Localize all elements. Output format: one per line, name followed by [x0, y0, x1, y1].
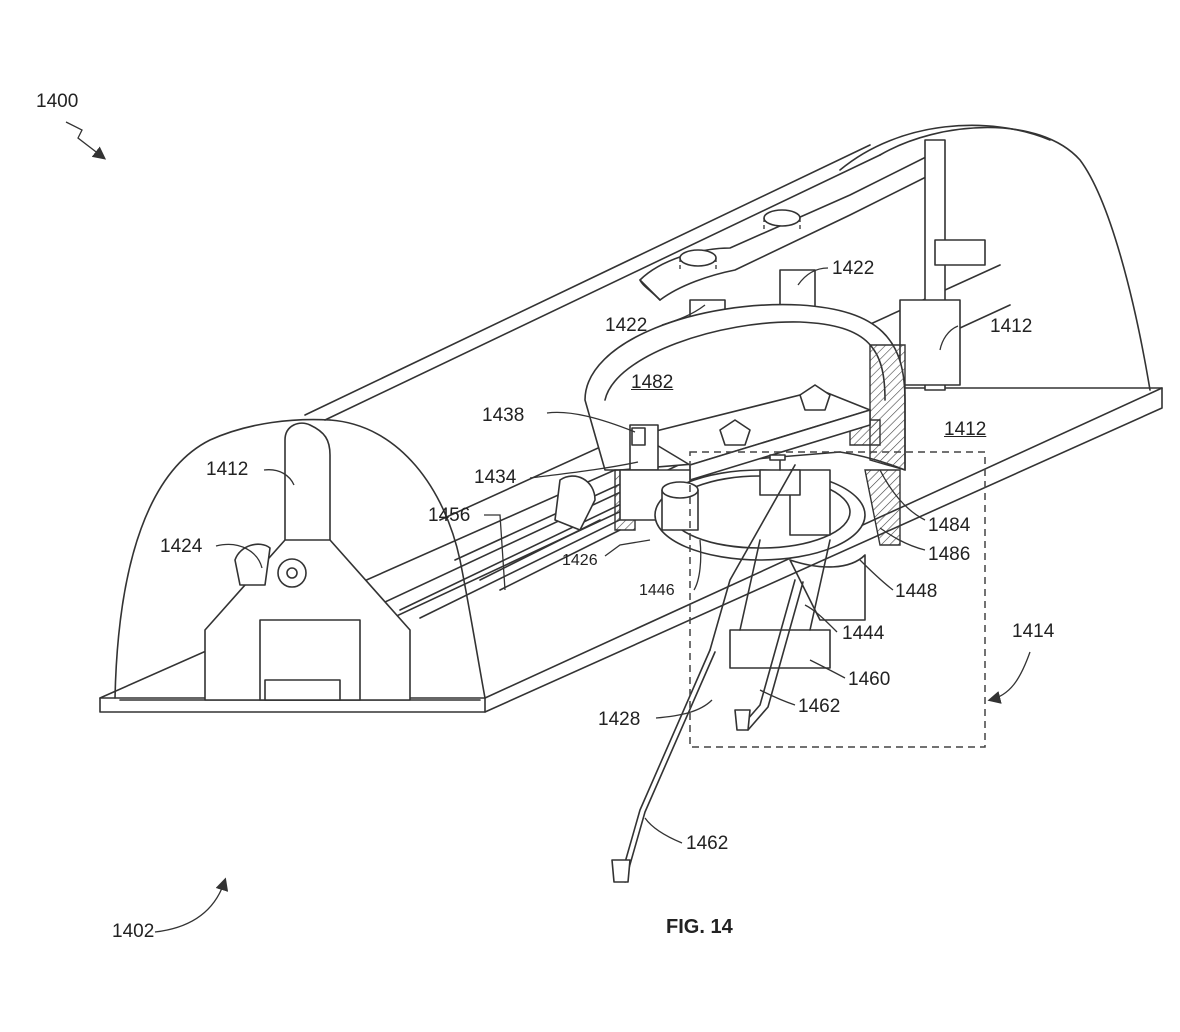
- label-1414: 1414: [1012, 621, 1055, 642]
- top-bar: [639, 139, 986, 391]
- probe-carriage: [729, 454, 831, 669]
- label-1438: 1438: [482, 405, 525, 426]
- label-1462-upper: 1462: [798, 696, 841, 717]
- label-1446: 1446: [639, 582, 675, 599]
- label-1422-left: 1422: [605, 315, 648, 336]
- label-1456: 1456: [428, 505, 471, 526]
- label-1412-right: 1412: [990, 316, 1033, 337]
- label-1426: 1426: [562, 552, 598, 569]
- label-1484: 1484: [928, 515, 971, 536]
- label-1400: 1400: [36, 91, 79, 112]
- label-1422-right: 1422: [832, 258, 875, 279]
- label-1482: 1482: [631, 372, 674, 393]
- label-1412-section: 1412: [944, 419, 987, 440]
- label-1460: 1460: [848, 669, 891, 690]
- label-1448: 1448: [895, 581, 938, 602]
- label-1444: 1444: [842, 623, 885, 644]
- upper-plate: [639, 384, 871, 481]
- label-1428: 1428: [598, 709, 641, 730]
- label-1424: 1424: [160, 536, 203, 557]
- ring-and-cylinder: [554, 469, 866, 621]
- label-1486: 1486: [928, 544, 971, 565]
- figure-caption: FIG. 14: [666, 916, 733, 938]
- cables: [611, 464, 804, 883]
- inset-box: [689, 451, 986, 748]
- label-1402: 1402: [112, 921, 155, 942]
- left-bracket: [204, 422, 411, 701]
- leader-lines: [65, 121, 1031, 933]
- label-1412-left: 1412: [206, 459, 249, 480]
- label-1462-lower: 1462: [686, 833, 729, 854]
- label-1434: 1434: [474, 467, 517, 488]
